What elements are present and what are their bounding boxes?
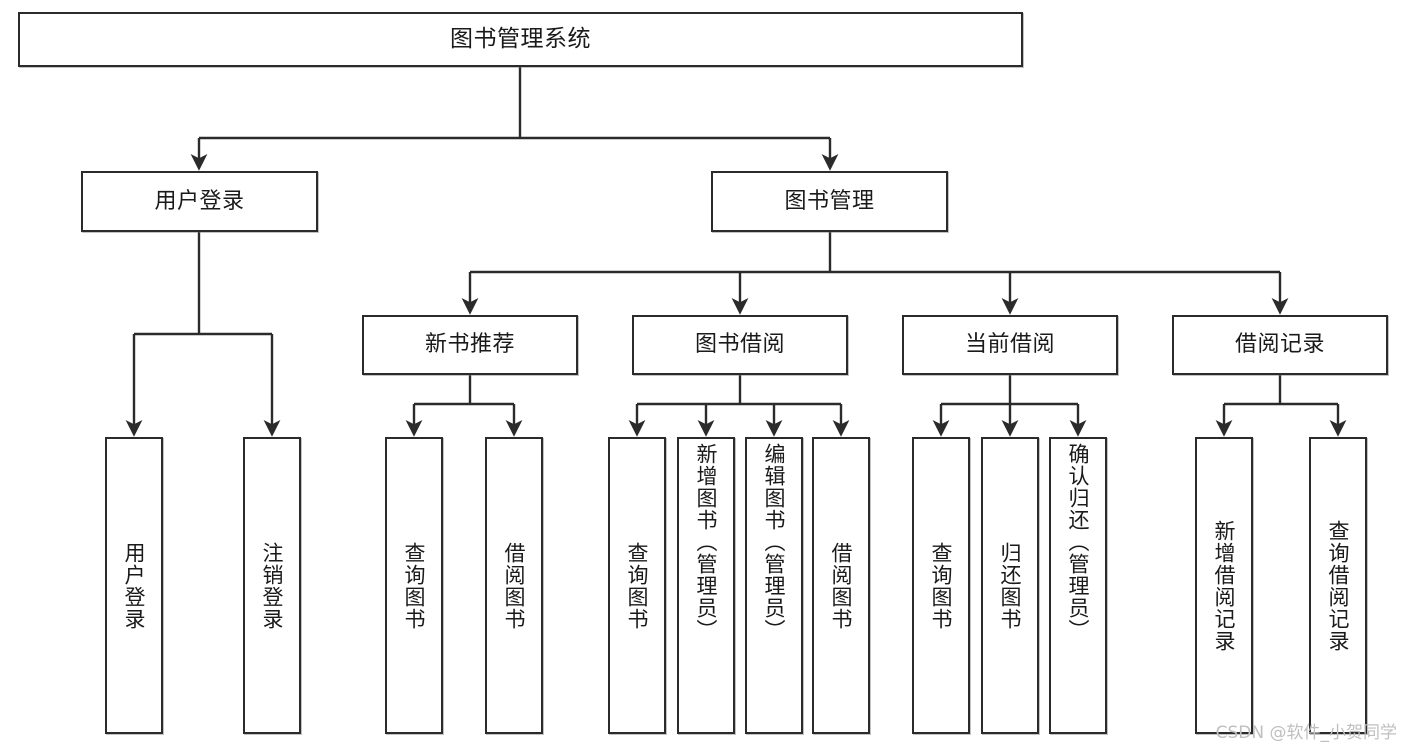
node-leaf-query-book-1[interactable]: 查询图书 xyxy=(385,437,443,734)
node-leaf-confirm-return-label: 确认归还（管理员） xyxy=(1066,443,1091,641)
node-leaf-user-login-label: 用户登录 xyxy=(122,541,147,630)
node-leaf-add-book[interactable]: 新增图书（管理员） xyxy=(677,437,735,734)
node-leaf-borrow-book-2[interactable]: 借阅图书 xyxy=(812,437,870,734)
node-leaf-logout-login[interactable]: 注销登录 xyxy=(243,437,301,734)
node-book-borrow[interactable]: 图书借阅 xyxy=(632,315,848,375)
node-user-login-label: 用户登录 xyxy=(154,188,245,214)
node-leaf-edit-book[interactable]: 编辑图书（管理员） xyxy=(745,437,803,734)
node-book-management-label: 图书管理 xyxy=(784,188,875,214)
node-leaf-borrow-book-2-label: 借阅图书 xyxy=(829,541,854,630)
node-leaf-add-record[interactable]: 新增借阅记录 xyxy=(1195,437,1253,734)
node-book-management[interactable]: 图书管理 xyxy=(711,171,948,232)
node-root[interactable]: 图书管理系统 xyxy=(18,12,1023,67)
node-leaf-return-book[interactable]: 归还图书 xyxy=(981,437,1039,734)
node-leaf-query-record-label: 查询借阅记录 xyxy=(1326,519,1351,652)
node-leaf-query-record[interactable]: 查询借阅记录 xyxy=(1309,437,1367,734)
node-leaf-query-book-2-label: 查询图书 xyxy=(625,541,650,630)
node-user-login[interactable]: 用户登录 xyxy=(81,171,318,232)
node-leaf-add-book-label: 新增图书（管理员） xyxy=(694,443,719,641)
node-borrow-record[interactable]: 借阅记录 xyxy=(1172,315,1388,375)
watermark: CSDN @软件_小贺同学 xyxy=(1215,723,1397,743)
node-leaf-borrow-book-1[interactable]: 借阅图书 xyxy=(485,437,543,734)
node-leaf-borrow-book-1-label: 借阅图书 xyxy=(502,541,527,630)
node-borrow-record-label: 借阅记录 xyxy=(1234,332,1325,358)
node-new-book-recommend-label: 新书推荐 xyxy=(424,332,515,358)
node-leaf-query-book-3[interactable]: 查询图书 xyxy=(912,437,970,734)
node-leaf-edit-book-label: 编辑图书（管理员） xyxy=(762,443,787,641)
node-leaf-query-book-3-label: 查询图书 xyxy=(929,541,954,630)
node-leaf-return-book-label: 归还图书 xyxy=(998,541,1023,630)
node-leaf-query-book-1-label: 查询图书 xyxy=(402,541,427,630)
node-leaf-confirm-return[interactable]: 确认归还（管理员） xyxy=(1049,437,1107,734)
node-new-book-recommend[interactable]: 新书推荐 xyxy=(362,315,578,375)
node-current-borrow[interactable]: 当前借阅 xyxy=(902,315,1118,375)
node-leaf-logout-login-label: 注销登录 xyxy=(260,541,285,630)
node-current-borrow-label: 当前借阅 xyxy=(964,332,1055,358)
node-book-borrow-label: 图书借阅 xyxy=(694,332,785,358)
node-root-label: 图书管理系统 xyxy=(450,25,591,52)
node-leaf-user-login[interactable]: 用户登录 xyxy=(105,437,163,734)
node-leaf-add-record-label: 新增借阅记录 xyxy=(1212,519,1237,652)
node-leaf-query-book-2[interactable]: 查询图书 xyxy=(608,437,666,734)
